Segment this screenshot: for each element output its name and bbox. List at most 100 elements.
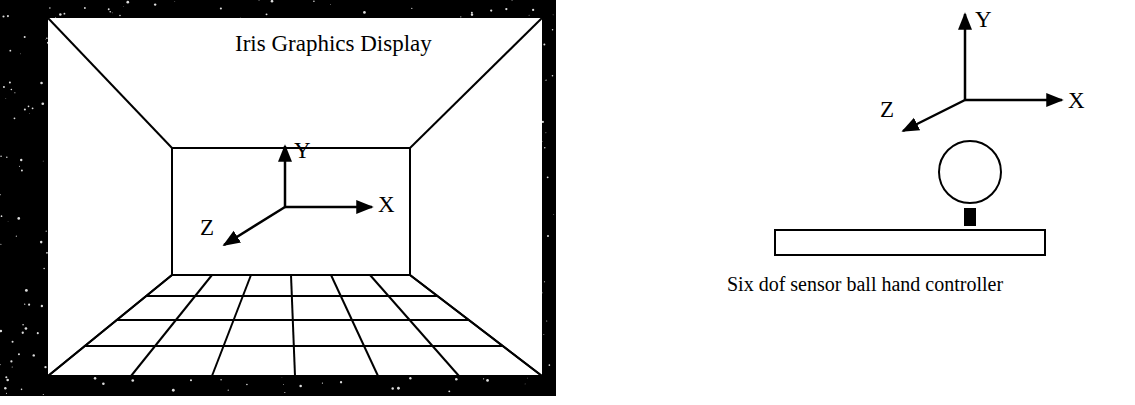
- speckle-dot: [28, 113, 30, 115]
- speckle-dot: [5, 97, 7, 99]
- speckle-dot: [41, 305, 43, 307]
- axis-label: Y: [294, 139, 311, 162]
- controller-base: [775, 230, 1045, 255]
- controller-axes: [903, 14, 1062, 131]
- speckle-dot: [45, 39, 47, 41]
- floor-grid: [48, 275, 542, 376]
- speckle-dot: [11, 89, 13, 91]
- speckle-dot: [220, 7, 222, 9]
- speckle-dot: [190, 379, 192, 381]
- speckle-dot: [17, 217, 20, 220]
- speckle-dot: [43, 394, 44, 395]
- speckle-dot: [18, 353, 20, 355]
- grid-line: [48, 275, 172, 376]
- speckle-dot: [22, 324, 24, 326]
- speckle-dot: [0, 194, 1, 195]
- speckle-dot: [511, 0, 513, 1]
- speckle-dot: [549, 364, 551, 366]
- speckle-dot: [19, 166, 20, 167]
- speckle-dot: [552, 29, 554, 31]
- grid-line: [410, 275, 542, 376]
- speckle-dot: [283, 383, 285, 385]
- speckle-dot: [42, 160, 44, 162]
- speckle-dot: [546, 80, 547, 81]
- speckle-dot: [246, 384, 248, 386]
- speckle-dot: [544, 281, 545, 282]
- speckle-dot: [21, 389, 23, 391]
- speckle-dot: [21, 170, 23, 172]
- speckle-dot: [552, 14, 554, 16]
- speckle-dot: [545, 132, 547, 134]
- axis-label: Z: [200, 216, 214, 239]
- speckle-dot: [49, 7, 51, 9]
- speckle-dot: [0, 330, 2, 333]
- grid-line: [331, 275, 378, 376]
- speckle-dot: [483, 378, 484, 379]
- speckle-dot: [28, 304, 30, 306]
- axis-label: Z: [880, 98, 894, 121]
- speckle-dot: [37, 332, 39, 334]
- speckle-dot: [546, 321, 547, 322]
- speckle-dot: [46, 37, 48, 39]
- speckle-dot: [10, 360, 12, 362]
- speckle-dot: [448, 390, 450, 392]
- speckle-dot: [409, 377, 411, 379]
- speckle-dot: [2, 15, 4, 17]
- speckle-dot: [3, 86, 5, 88]
- speckle-dot: [543, 44, 545, 46]
- speckle-dot: [24, 304, 25, 305]
- speckle-dot: [542, 121, 544, 123]
- speckle-dot: [411, 8, 412, 9]
- speckle-dot: [471, 12, 473, 14]
- speckle-dot: [43, 268, 45, 270]
- speckle-dot: [119, 15, 121, 17]
- speckle-dot: [220, 379, 221, 380]
- speckle-dot: [6, 379, 9, 382]
- display-screen: [48, 18, 542, 376]
- speckle-dot: [154, 3, 156, 5]
- speckle-dot: [528, 14, 530, 16]
- speckle-dot: [363, 11, 366, 14]
- speckle-dot: [547, 235, 549, 237]
- speckle-dot: [131, 379, 134, 382]
- speckle-dot: [330, 3, 332, 5]
- speckle-dot: [471, 13, 473, 15]
- speckle-dot: [24, 109, 26, 111]
- speckle-dot: [552, 75, 554, 77]
- speckle-dot: [122, 5, 124, 7]
- speckle-dot: [6, 156, 8, 158]
- speckle-dot: [553, 213, 555, 215]
- speckle-dot: [41, 102, 44, 105]
- speckle-dot: [24, 36, 26, 38]
- speckle-dot: [322, 382, 323, 383]
- speckle-dot: [266, 13, 268, 15]
- speckle-dot: [299, 385, 302, 388]
- speckle-dot: [340, 381, 342, 383]
- speckle-dot: [28, 105, 30, 107]
- speckle-dot: [25, 327, 28, 330]
- speckle-dot: [22, 332, 24, 334]
- speckle-dot: [46, 252, 48, 254]
- speckle-dot: [108, 8, 110, 10]
- speckle-dot: [0, 244, 1, 245]
- speckle-dot: [14, 92, 15, 93]
- speckle-dot: [16, 236, 17, 237]
- speckle-dot: [20, 159, 22, 161]
- display-frame: [0, 0, 556, 396]
- speckle-dot: [543, 333, 545, 335]
- figure-caption: Six dof sensor ball hand controller: [727, 274, 1003, 294]
- ball-post: [964, 208, 976, 226]
- speckle-dot: [0, 364, 1, 365]
- speckle-dot: [94, 377, 97, 380]
- speckle-dot: [32, 107, 34, 109]
- speckle-dot: [126, 1, 129, 4]
- speckle-dot: [0, 155, 2, 157]
- room-lines: [48, 18, 542, 376]
- speckle-dot: [397, 387, 400, 390]
- speckle-dot: [9, 82, 11, 84]
- axis-label: X: [1068, 89, 1085, 112]
- speckle-dot: [486, 379, 489, 382]
- speckle-dot: [313, 1, 315, 3]
